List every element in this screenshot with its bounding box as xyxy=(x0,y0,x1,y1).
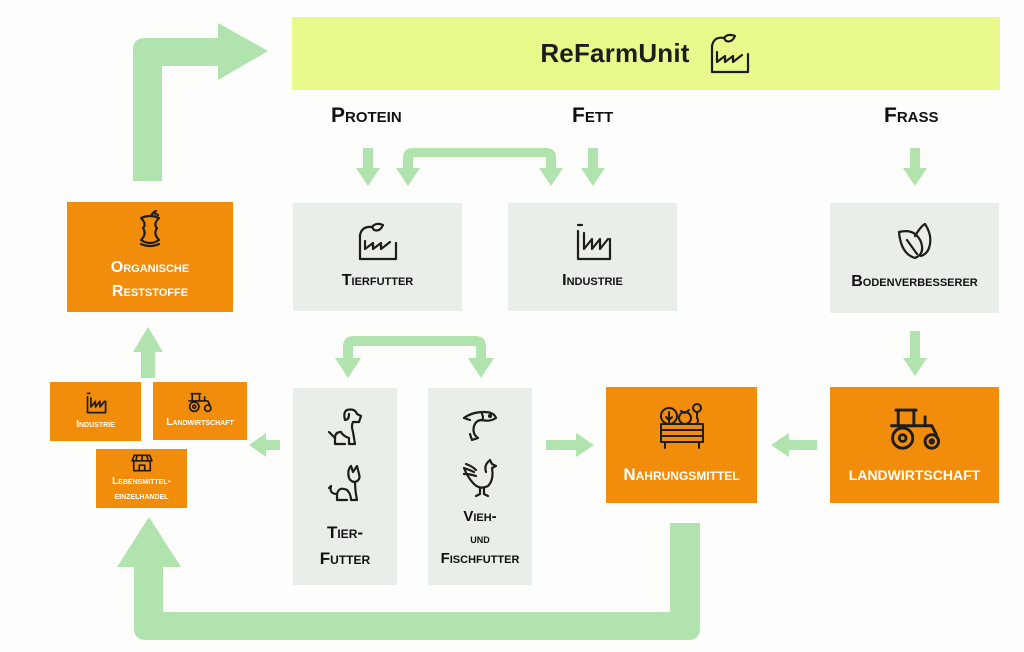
source-landwirtschaft-label: Landwirtschaft xyxy=(166,417,234,429)
tractor-icon xyxy=(188,393,212,413)
dog-icon xyxy=(327,408,363,446)
apple-core-icon xyxy=(139,210,161,248)
box-landwirtschaft: Landwirtschaft xyxy=(830,387,999,503)
arrow-nahrung-to-sources xyxy=(117,517,700,640)
box-source-landwirtschaft: Landwirtschaft xyxy=(153,382,247,440)
shop-icon xyxy=(130,454,153,472)
banner-title: ReFarmUnit xyxy=(540,38,690,68)
arrow-exchange-protein-fett xyxy=(396,148,563,186)
vegetable-crate-icon xyxy=(659,403,704,450)
tier-futter-line2: Futter xyxy=(319,548,371,568)
arrow-boden-to-landwirtschaft xyxy=(903,331,927,376)
arrow-futter-to-nahrung xyxy=(546,433,594,457)
arrow-frass-down xyxy=(903,148,927,186)
factory-icon xyxy=(86,392,106,414)
output-frass: Frass xyxy=(884,104,939,127)
box-organische-reststoffe: Organische Reststoffe xyxy=(67,202,233,312)
organische-line2: Reststoffe xyxy=(111,283,189,300)
source-lebensmittel-line1: Lebensmittel- xyxy=(112,476,171,487)
bodenverbesserer-label: Bodenverbesserer xyxy=(851,273,978,290)
vieh-line2: und xyxy=(470,530,490,546)
box-vieh-fischfutter: Vieh- und Fischfutter xyxy=(428,388,532,585)
box-source-industrie: Industrie xyxy=(50,382,141,441)
arrow-reststoffe-to-refarmunit xyxy=(133,23,268,181)
source-lebensmittel-line2: einzelhandel xyxy=(114,490,169,502)
factory-leaf-icon xyxy=(358,222,397,261)
nahrungsmittel-label: Nahrungsmittel xyxy=(623,465,740,485)
industrie-label: Industrie xyxy=(562,272,623,289)
tractor-icon xyxy=(889,408,940,450)
arrow-futter-to-sources xyxy=(249,433,280,457)
leaves-icon xyxy=(897,222,931,260)
factory-leaf-icon xyxy=(710,33,749,73)
arrow-fett-down xyxy=(581,148,605,186)
output-fett: Fett xyxy=(572,104,614,127)
box-source-lebensmittel: Lebensmittel- einzelhandel xyxy=(96,449,187,508)
arrow-sources-to-reststoffe xyxy=(133,327,163,378)
vieh-line1: Vieh- xyxy=(463,508,497,525)
refarmunit-banner: ReFarmUnit xyxy=(292,17,1000,90)
vieh-line3: Fischfutter xyxy=(440,550,520,567)
tierfutter-label: Tierfutter xyxy=(341,272,414,289)
box-bodenverbesserer: Bodenverbesserer xyxy=(830,203,999,313)
box-nahrungsmittel: Nahrungsmittel xyxy=(606,387,757,503)
factory-icon xyxy=(576,223,611,261)
fish-icon xyxy=(462,410,498,442)
arrow-exchange-feed xyxy=(335,336,494,378)
organische-line1: Organische xyxy=(110,259,190,276)
landwirtschaft-label: Landwirtschaft xyxy=(848,466,981,483)
tier-futter-line1: Tier- xyxy=(326,523,364,542)
box-tierfutter: Tierfutter xyxy=(293,203,462,311)
arrow-protein-down xyxy=(356,148,380,186)
output-protein: Protein xyxy=(331,104,402,127)
box-industrie: Industrie xyxy=(508,203,677,311)
cat-icon xyxy=(327,464,361,502)
box-tier-futter: Tier- Futter xyxy=(293,388,397,585)
source-industrie-label: Industrie xyxy=(76,418,115,430)
chicken-icon xyxy=(462,458,498,498)
arrow-landwirtschaft-to-nahrung xyxy=(771,433,817,457)
